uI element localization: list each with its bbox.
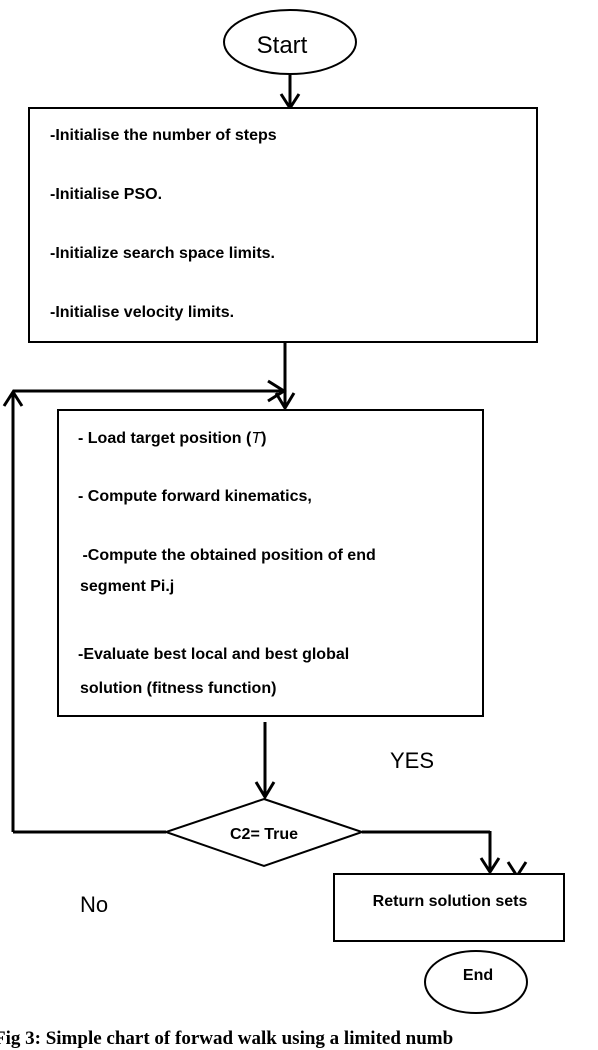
return-box	[333, 873, 565, 942]
loop-line-evaluate-2: solution (fitness function)	[80, 680, 276, 697]
arrowhead-init-to-loop	[274, 392, 296, 411]
end-label: End	[463, 967, 493, 984]
loop-line-evaluate-1: -Evaluate best local and best global	[78, 646, 349, 663]
load-target-prefix: - Load target position (	[78, 430, 252, 447]
load-target-suffix: )	[261, 430, 266, 447]
loop-line-obtained-1: -Compute the obtained position of end	[78, 547, 376, 564]
loop-box	[57, 409, 484, 717]
init-line-pso: -Initialise PSO.	[50, 186, 162, 203]
start-label: Start	[257, 32, 308, 59]
loop-line-kinematics: - Compute forward kinematics,	[78, 488, 312, 505]
end-terminal	[424, 950, 528, 1014]
loop-back-top-arrowhead	[267, 379, 287, 403]
load-target-variable: T	[251, 430, 262, 447]
return-label: Return solution sets	[373, 893, 528, 910]
init-box	[28, 107, 538, 343]
decision-label: C2= True	[230, 826, 298, 843]
loop-back-left-arrowhead	[2, 389, 24, 407]
loop-line-load-target: - Load target position (T)	[78, 430, 266, 447]
arrowhead-decision-to-return-1	[479, 857, 501, 875]
arrowhead-loop-to-decision	[254, 781, 276, 800]
init-line-velocity: -Initialise velocity limits.	[50, 304, 234, 321]
loop-line-obtained-2: segment Pi.j	[80, 578, 174, 595]
init-line-steps: -Initialise the number of steps	[50, 127, 277, 144]
figure-caption: Fig 3: Simple chart of forwad walk using…	[0, 1028, 454, 1049]
init-line-search-space: -Initialize search space limits.	[50, 245, 275, 262]
no-label: No	[80, 892, 108, 917]
start-terminal	[223, 9, 357, 75]
decision-diamond	[162, 797, 366, 868]
yes-label: YES	[390, 748, 434, 773]
